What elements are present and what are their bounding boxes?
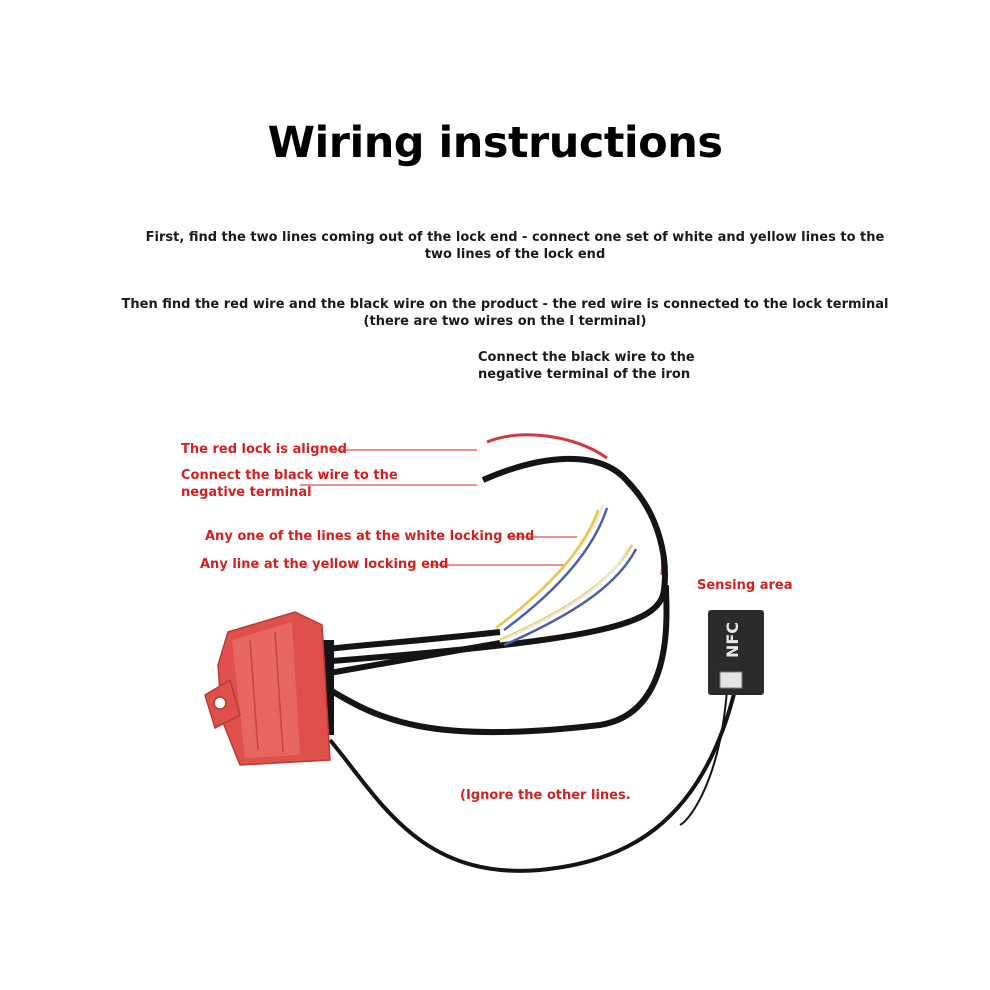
nfc-cable-2 — [679, 689, 728, 826]
white-yellow-bundle-2 — [495, 544, 638, 647]
black-wire-harness — [317, 584, 670, 736]
callout-yellow-end: Any line at the yellow locking end — [200, 557, 449, 572]
nfc-label: NFC — [723, 622, 742, 658]
callout-black-wire-line2: negative terminal — [181, 485, 312, 500]
page-title: Wiring instructions — [267, 118, 723, 168]
nfc-cable — [328, 689, 737, 873]
callout-ignore-other: (Ignore the other lines. — [460, 788, 631, 803]
callout-red-lock: The red lock is aligned — [181, 442, 347, 457]
nfc-sensor: NFC — [708, 610, 764, 695]
instruction-step2: Then find the red wire and the black wir… — [121, 297, 889, 329]
callout-sensing-area: Sensing area — [697, 578, 793, 593]
callout-leaders — [300, 449, 577, 566]
instruction-step3: Connect the black wire to the negative t… — [478, 350, 695, 382]
white-yellow-bundle-1 — [495, 504, 609, 632]
callout-black-wire-line1: Connect the black wire to the — [181, 468, 398, 483]
instruction-step1: First, find the two lines coming out of … — [145, 230, 885, 262]
callout-black-wire: Connect the black wire to the negative t… — [181, 467, 398, 501]
callout-white-end: Any one of the lines at the white lockin… — [205, 529, 535, 544]
black-wire-top — [319, 455, 668, 665]
red-wire — [486, 433, 608, 460]
red-control-module — [204, 611, 331, 766]
